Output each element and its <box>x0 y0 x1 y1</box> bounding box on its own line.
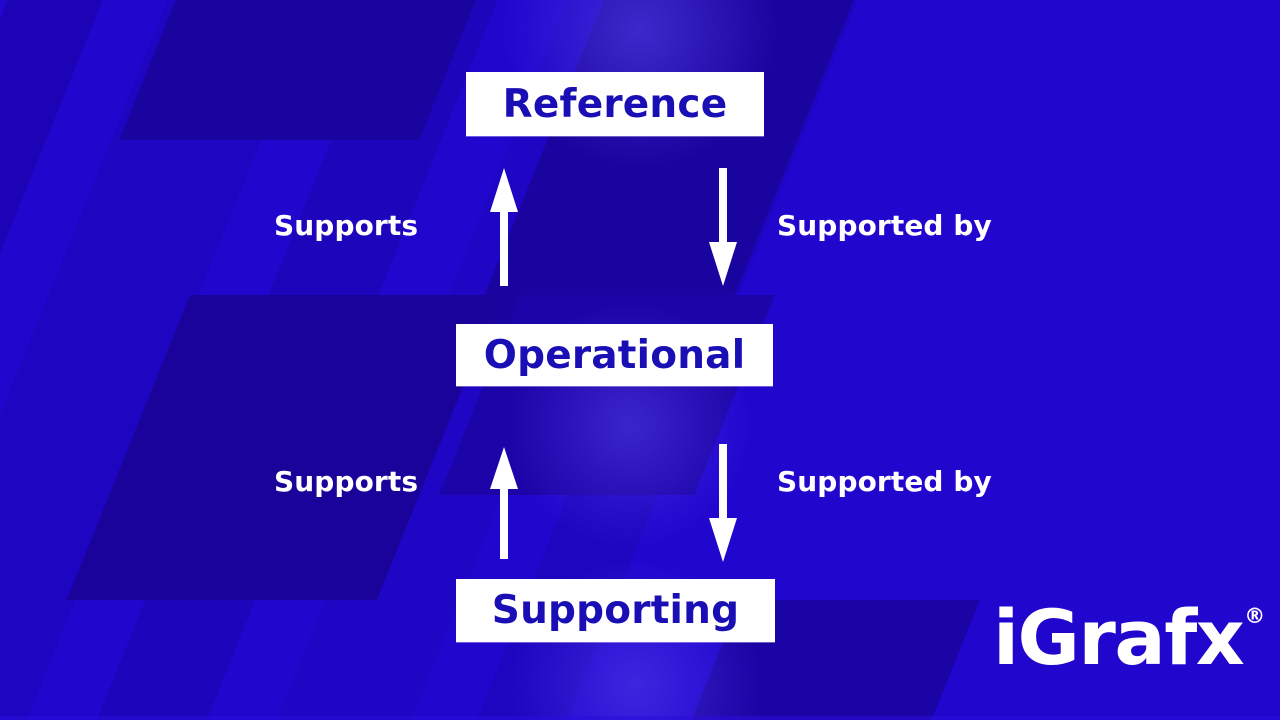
bottom-edge-highlight <box>0 716 1280 720</box>
node-supporting[interactable]: Supporting <box>456 579 775 642</box>
arrow-down-icon-reference-to-operational <box>706 168 740 286</box>
node-operational[interactable]: Operational <box>456 324 773 386</box>
node-reference-label: Reference <box>502 81 728 127</box>
edge-label-supported-by-bottom: Supported by <box>777 465 992 498</box>
background-block <box>119 0 500 140</box>
node-supporting-label: Supporting <box>491 588 740 633</box>
arrow-down-icon-operational-to-supporting <box>706 444 740 562</box>
arrow-up-icon-operational-to-reference <box>487 168 521 286</box>
arrow-up-icon-supporting-to-operational <box>487 447 521 559</box>
background-block <box>66 295 500 600</box>
registered-trademark-icon: ® <box>1244 604 1265 628</box>
edge-label-supports-bottom: Supports <box>274 465 419 498</box>
node-reference[interactable]: Reference <box>466 72 764 136</box>
node-operational-label: Operational <box>483 332 746 378</box>
igrafx-logo: iGrafx ® <box>993 593 1265 682</box>
background-stripe <box>0 0 135 720</box>
edge-label-supports-top: Supports <box>274 209 419 242</box>
igrafx-wordmark: iGrafx <box>993 593 1245 682</box>
edge-label-supported-by-top: Supported by <box>777 209 992 242</box>
background-stripe <box>0 0 351 720</box>
